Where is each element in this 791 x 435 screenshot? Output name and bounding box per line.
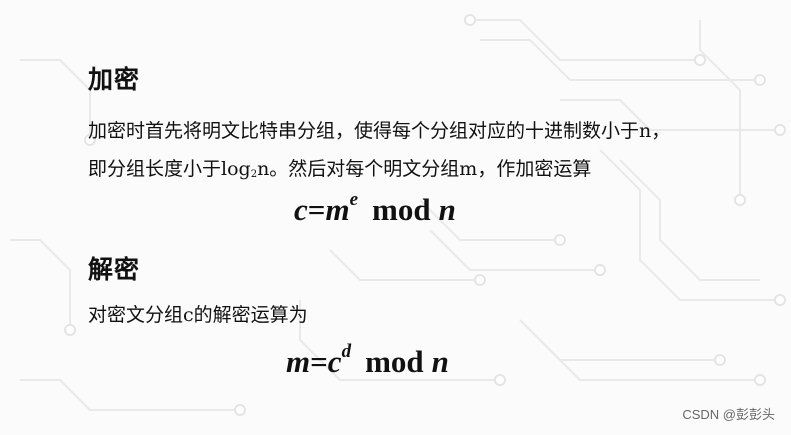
formula-equals: = [307, 192, 326, 227]
line-2-text-before: 即分组长度小于log [88, 158, 251, 180]
formula-modulus: n [431, 344, 449, 379]
formula-base: m [325, 192, 350, 227]
decryption-description: 对密文分组c的解密运算为 [88, 304, 308, 326]
encryption-heading: 加密 [88, 65, 141, 94]
formula-mod-operator: mod [372, 192, 431, 227]
encryption-description-line-1: 加密时首先将明文比特串分组，使得每个分组对应的十进制数小于n， [88, 120, 671, 142]
formula-exponent: d [341, 340, 352, 362]
csdn-watermark: CSDN @彭彭头 [682, 407, 775, 422]
line-2-text-after: n。然后对每个明文分组m，作加密运算 [257, 158, 592, 180]
log-base-subscript: 2 [250, 169, 258, 180]
formula-base: c [327, 344, 342, 379]
decryption-heading: 解密 [88, 255, 141, 284]
formula-exponent: e [349, 188, 358, 210]
formula-lhs: c [294, 192, 308, 227]
formula-mod-operator: mod [365, 344, 424, 379]
encryption-description-line-2: 即分组长度小于log2n。然后对每个明文分组m，作加密运算 [88, 154, 591, 181]
formula-modulus: n [438, 192, 456, 227]
formula-lhs: m [286, 344, 311, 379]
formula-equals: = [310, 344, 328, 379]
